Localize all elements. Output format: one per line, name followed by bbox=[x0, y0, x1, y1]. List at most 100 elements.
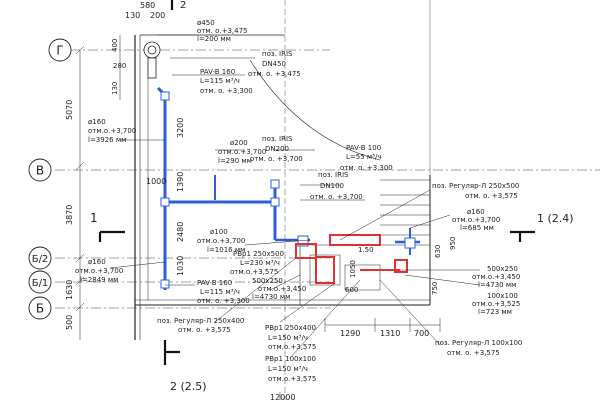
room-mark: 1.50 bbox=[358, 246, 374, 254]
dim-top-580: 580 bbox=[140, 1, 155, 10]
label-axis-note: отм. о. +3,300 bbox=[200, 87, 253, 95]
label-pav160-top-3: отм. о. +3,475 bbox=[248, 70, 301, 78]
label-pav160-low-3: отм. о. +3,300 bbox=[197, 297, 250, 305]
section-mark-top: 2 bbox=[180, 0, 186, 11]
label-iris200-2: DN200 bbox=[265, 145, 289, 153]
dim-630: 630 bbox=[434, 245, 442, 258]
label-rvr250x400-2: L=150 м³/ч bbox=[268, 334, 308, 342]
label-d160-lower-1: ø160 bbox=[88, 258, 106, 266]
label-reg250x400-1: поз. Регуляр-Л 250х400 bbox=[157, 317, 244, 325]
label-pav160-low-1: PAV-B 160 bbox=[197, 279, 232, 287]
label-d250r-3: l=4730 мм bbox=[478, 281, 516, 289]
label-rvr250x400-3: отм.о.+3,575 bbox=[268, 343, 316, 351]
label-d160-right-3: l=685 мм bbox=[460, 224, 494, 232]
dim-2480: 2480 bbox=[176, 222, 185, 242]
label-rvr250x400-1: РВр1 250х400 bbox=[265, 324, 316, 332]
label-pav160-top-1: PAV-B 160 bbox=[200, 68, 235, 76]
label-rvr100x100-1: РВр1 100х100 bbox=[265, 355, 316, 363]
label-d200-2: отм.о.+3,700 bbox=[218, 148, 266, 156]
label-pav100-3: отм. о. +3,300 bbox=[340, 164, 393, 172]
axis-label-g: Г bbox=[56, 44, 63, 58]
label-d450-3: l=200 мм bbox=[197, 35, 231, 43]
section-mark-right: 1 (2.4) bbox=[537, 212, 574, 225]
dim-130: 130 bbox=[111, 82, 119, 95]
dim-1390: 1390 bbox=[176, 172, 185, 192]
dim-950: 950 bbox=[449, 237, 457, 250]
label-d160-lower-3: l=2849 мм bbox=[80, 276, 118, 284]
label-reg250x500-2: отм. о. +3,575 bbox=[465, 192, 518, 200]
axis-label-b1: Б/1 bbox=[32, 278, 49, 289]
bottom-dimension-line bbox=[279, 318, 441, 400]
label-d160-right-2: отм.о.+3,700 bbox=[452, 216, 500, 224]
blue-ducts bbox=[156, 86, 420, 290]
label-d450-2: отм. о.+3,475 bbox=[197, 27, 248, 35]
axis-label-v: В bbox=[36, 164, 44, 178]
iris-dn450-icon bbox=[143, 41, 161, 79]
dim-280: 280 bbox=[113, 62, 126, 70]
label-rvr250x500-3: отм.о.+3,575 bbox=[230, 268, 278, 276]
label-d200-1: ø200 bbox=[230, 139, 248, 147]
label-d160-left-3: l=3926 мм bbox=[88, 136, 126, 144]
dim-1000: 1000 bbox=[146, 177, 166, 186]
grid-axis-lines bbox=[55, 49, 600, 309]
label-pav160-low-2: L=115 м³/ч bbox=[200, 288, 240, 296]
dim-5070: 5070 bbox=[65, 100, 74, 120]
label-d160-right-1: ø160 bbox=[467, 208, 485, 216]
red-ducts bbox=[295, 234, 408, 284]
dim-600: 600 bbox=[345, 286, 358, 294]
dim-top-200: 200 bbox=[150, 11, 165, 20]
section-mark-lines bbox=[98, 0, 535, 365]
label-d250-2: отм.о.+3,450 bbox=[258, 285, 306, 293]
axis-bubbles bbox=[28, 38, 72, 320]
label-d100x100-1: 100х100 bbox=[487, 292, 518, 300]
left-dimension-lines bbox=[75, 35, 149, 340]
section-mark-left: 1 bbox=[90, 211, 98, 225]
label-rvr250x500-1: РВр1 250х500 bbox=[233, 250, 284, 258]
label-iris100-1: поз. IRIS bbox=[318, 171, 349, 179]
label-reg250x400-2: отм. о. +3,575 bbox=[178, 326, 231, 334]
label-d100-1: ø100 bbox=[210, 228, 228, 236]
label-pav100-1: PAV-B 100 bbox=[346, 144, 381, 152]
label-d250-3: l=4730 мм bbox=[252, 293, 290, 301]
axis-label-b: Б bbox=[36, 302, 44, 316]
label-rvr250x500-2: L=230 м³/ч bbox=[240, 259, 280, 267]
dim-700: 700 bbox=[414, 329, 429, 338]
label-pav100-2: L=55 м³/ч bbox=[346, 153, 381, 161]
label-d250r-1: 500х250 bbox=[487, 265, 518, 273]
label-d250r-2: отм.о.+3,450 bbox=[472, 273, 520, 281]
axis-label-b2: Б/2 bbox=[32, 254, 49, 265]
label-rvr100x100-2: L=150 м³/ч bbox=[268, 365, 308, 373]
label-d450-1: ø450 bbox=[197, 19, 215, 27]
label-reg100x100-1: поз. Регуляр-Л 100х100 bbox=[435, 339, 522, 347]
dim-500: 500 bbox=[65, 315, 74, 330]
dim-1290: 1290 bbox=[340, 329, 360, 338]
label-reg250x500-1: поз. Регуляр-Л 250х500 bbox=[432, 182, 519, 190]
dim-750: 750 bbox=[431, 282, 439, 295]
label-d160-lower-2: отм.о.+3,700 bbox=[75, 267, 123, 275]
walls bbox=[134, 0, 431, 400]
label-iris100-2: DN100 bbox=[320, 182, 344, 190]
label-iris200-1: поз. IRIS bbox=[262, 135, 293, 143]
dim-3870: 3870 bbox=[65, 205, 74, 225]
dim-1030: 1030 bbox=[176, 256, 185, 276]
duct-fittings bbox=[160, 91, 416, 289]
label-d100-3: l=1016 мм bbox=[207, 246, 245, 254]
label-reg100x100-2: отм. о. +3,575 bbox=[447, 349, 500, 357]
section-mark-bottom: 2 (2.5) bbox=[170, 380, 207, 393]
label-pav160-top-2: L=115 м³/ч bbox=[200, 77, 240, 85]
label-d100x100-3: l=723 мм bbox=[478, 308, 512, 316]
label-d160-left-1: ø160 bbox=[88, 118, 106, 126]
dim-12000: 12000 bbox=[270, 393, 295, 400]
label-d160-left-2: отм.о.+3,700 bbox=[88, 127, 136, 135]
label-d100-2: отм.о.+3,700 bbox=[197, 237, 245, 245]
dim-1630: 1630 bbox=[65, 280, 74, 300]
leader-lines bbox=[109, 34, 481, 359]
label-iris450-1: поз. IRIS bbox=[262, 50, 293, 58]
dim-top-130: 130 bbox=[125, 11, 140, 20]
label-iris200-3: отм. о. +3,700 bbox=[250, 155, 303, 163]
label-iris100-3: отм. о. +3,700 bbox=[310, 193, 363, 201]
dim-1050: 1050 bbox=[349, 260, 357, 278]
dim-1310: 1310 bbox=[380, 329, 400, 338]
label-d250-1: 500х250 bbox=[252, 277, 283, 285]
